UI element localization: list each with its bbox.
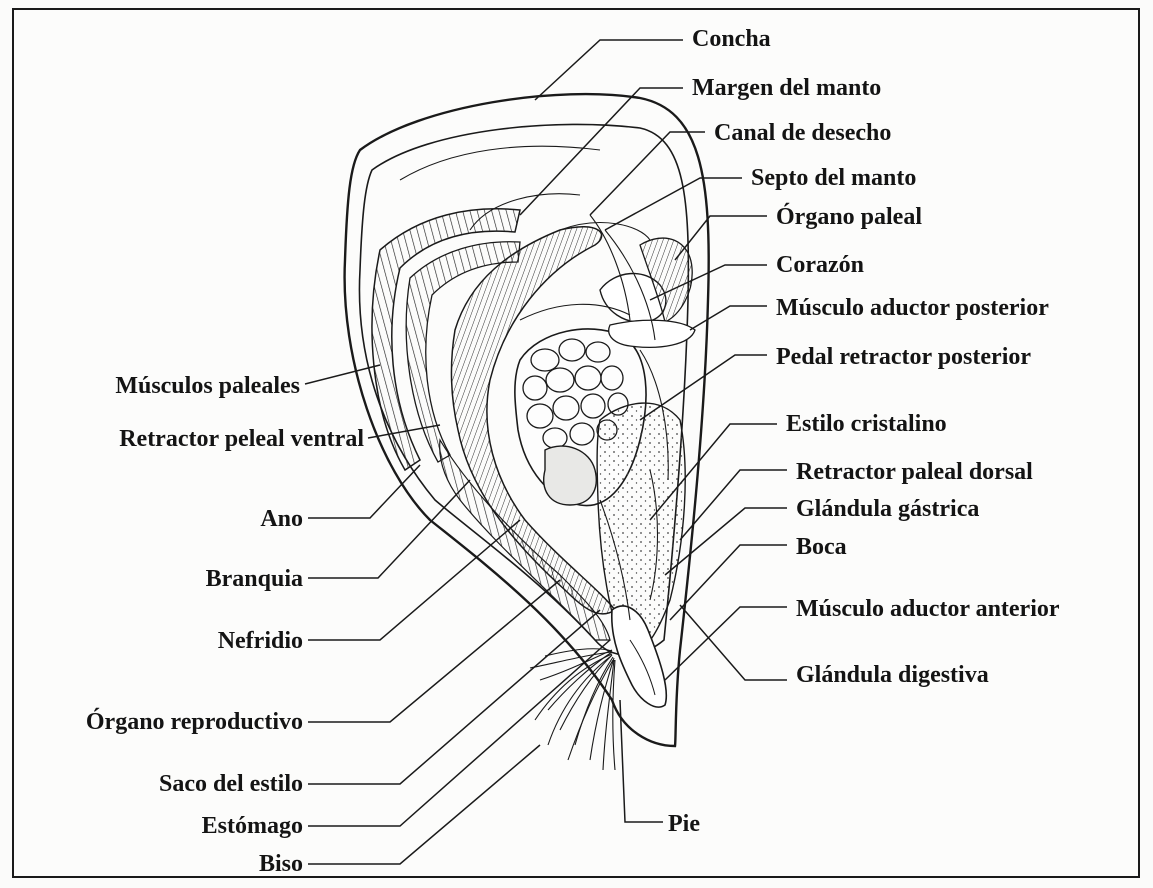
label-margen-manto: Margen del manto (692, 76, 881, 100)
label-branquia: Branquia (20, 567, 303, 591)
leader-branquia (308, 480, 470, 578)
leader-glandula-digestiva (680, 605, 787, 680)
label-saco-estilo: Saco del estilo (20, 772, 303, 796)
label-nefridio: Nefridio (20, 629, 303, 653)
label-canal-desecho: Canal de desecho (714, 121, 891, 145)
label-estomago: Estómago (20, 814, 303, 838)
label-musculo-aductor-posterior: Músculo aductor posterior (776, 296, 1049, 320)
leader-organo-reproductivo (308, 580, 560, 722)
label-septo-manto: Septo del manto (751, 166, 916, 190)
leader-musculos-paleales (305, 365, 380, 384)
label-glandula-gastrica: Glándula gástrica (796, 497, 979, 521)
leader-aductor-posterior (690, 306, 767, 330)
label-musculo-aductor-anterior: Músculo aductor anterior (796, 597, 1060, 621)
leader-margen-manto (520, 88, 683, 215)
label-pedal-retractor-posterior: Pedal retractor posterior (776, 345, 1031, 369)
foot-region (597, 403, 685, 652)
leader-concha (535, 40, 683, 100)
label-musculos-paleales: Músculos paleales (20, 374, 300, 398)
label-concha: Concha (692, 27, 771, 51)
label-retractor-peleal-ventral: Retractor peleal ventral (20, 427, 364, 451)
label-estilo-cristalino: Estilo cristalino (786, 412, 947, 436)
label-organo-reproductivo: Órgano reproductivo (20, 710, 303, 734)
leader-canal-desecho (590, 132, 705, 215)
leader-ano (308, 465, 420, 518)
label-ano: Ano (20, 507, 303, 531)
leader-septo-manto (605, 178, 742, 230)
leader-pie (620, 700, 663, 822)
label-organo-paleal: Órgano paleal (776, 205, 922, 229)
label-pie: Pie (668, 812, 700, 836)
label-glandula-digestiva: Glándula digestiva (796, 663, 989, 687)
label-corazon: Corazón (776, 253, 864, 277)
label-boca: Boca (796, 535, 847, 559)
label-biso: Biso (20, 852, 303, 876)
byssus-threads (530, 649, 615, 770)
leader-nefridio (308, 520, 520, 640)
leader-saco-estilo (308, 610, 600, 784)
label-retractor-paleal-dorsal: Retractor paleal dorsal (796, 460, 1033, 484)
